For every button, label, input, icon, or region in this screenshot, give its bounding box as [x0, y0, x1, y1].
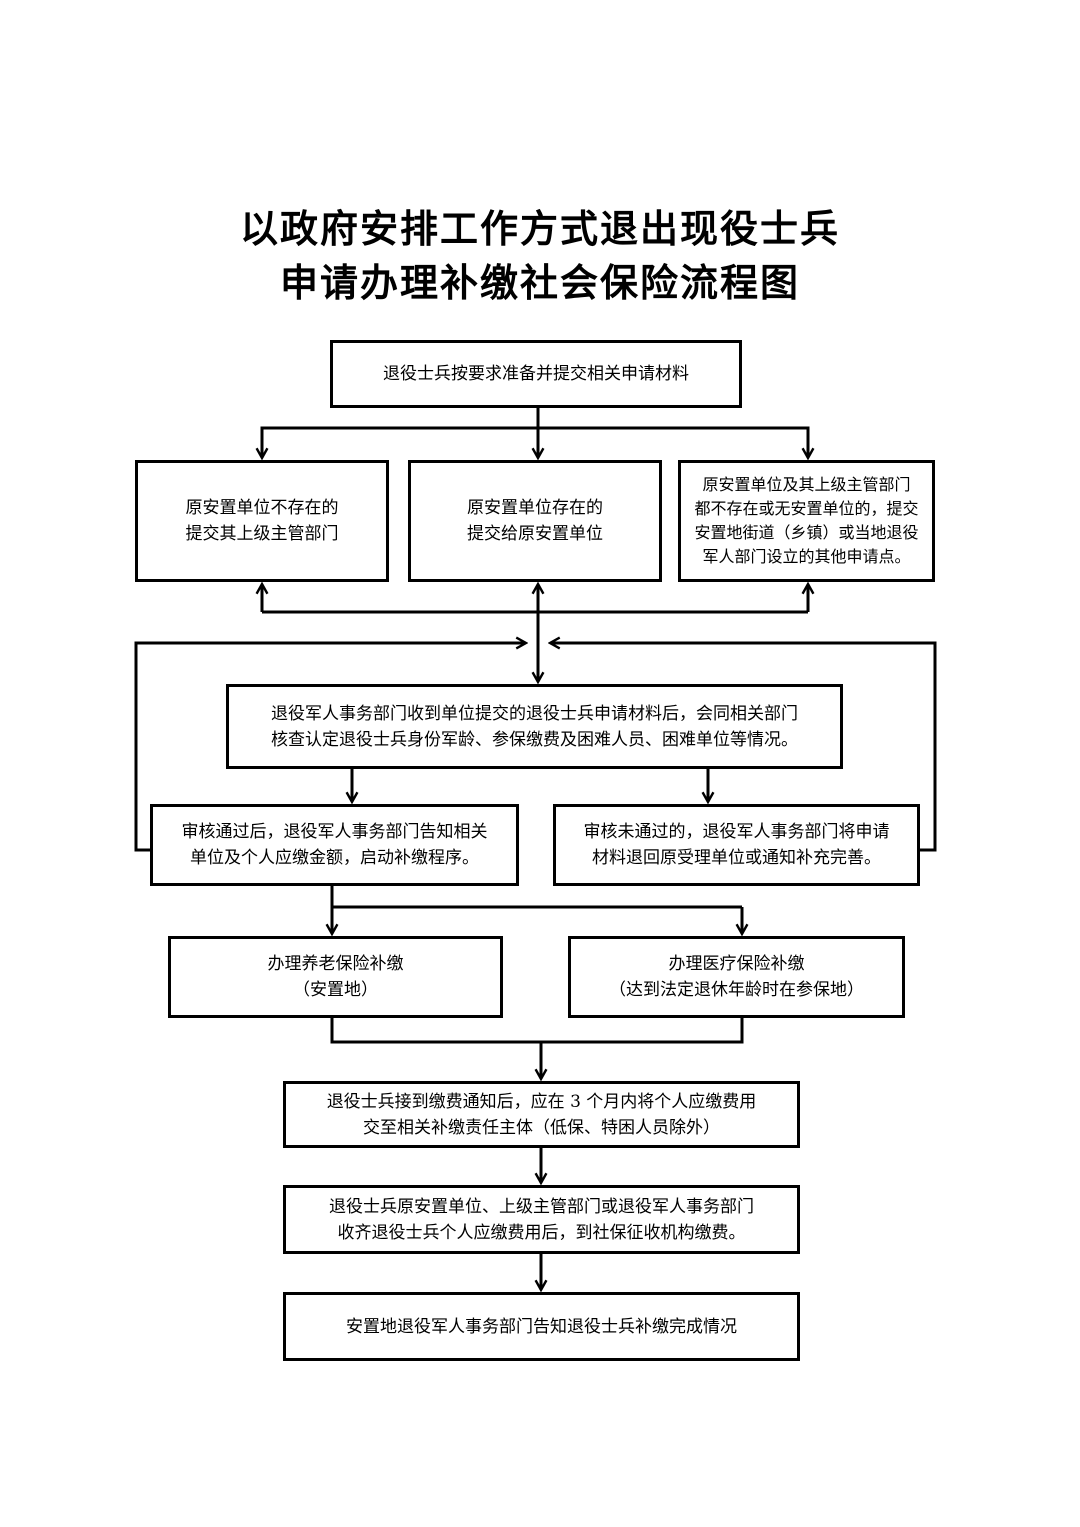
step-collect-text-line-2: 收齐退役士兵个人应缴费用后，到社保征收机构缴费。 — [337, 1222, 746, 1243]
step-complete-text-line-1: 安置地退役军人事务部门告知退役士兵补缴完成情况 — [346, 1316, 737, 1337]
feedback-line-left — [134, 643, 526, 852]
step-verify-text-line-1: 退役军人事务部门收到单位提交的退役士兵申请材料后，会同相关部门 — [271, 703, 798, 724]
step-right-branch-text-line-1: 原安置单位及其上级主管部门 — [702, 475, 911, 494]
step-rejected-box: 审核未通过的，退役军人事务部门将申请材料退回原受理单位或通知补充完善。 — [553, 804, 920, 886]
step-pension-text-line-2: （安置地） — [293, 980, 378, 1000]
step-left-branch-box: 原安置单位不存在的提交其上级主管部门 — [135, 460, 389, 582]
split-bar-insurance — [330, 884, 742, 909]
step-pension-text-line-1: 办理养老保险补缴 — [267, 954, 404, 974]
step-prepare-box: 退役士兵按要求准备并提交相关申请材料 — [330, 340, 742, 408]
step-center-branch-box: 原安置单位存在的提交给原安置单位 — [408, 460, 662, 582]
step-pay-notice-box: 退役士兵接到缴费通知后，应在 3 个月内将个人应缴费用交至相关补缴责任主体（低保… — [283, 1081, 800, 1148]
step-left-branch-text-line-1: 原安置单位不存在的 — [185, 498, 339, 518]
merge-bar-insurance — [330, 1016, 744, 1044]
step-collect-box: 退役士兵原安置单位、上级主管部门或退役军人事务部门收齐退役士兵个人应缴费用后，到… — [283, 1185, 800, 1254]
step-rejected-text-line-1: 审核未通过的，退役军人事务部门将申请 — [583, 822, 890, 842]
step-medical-text-line-2: （达到法定退休年龄时在参保地） — [609, 980, 864, 1000]
step-right-branch-box: 原安置单位及其上级主管部门都不存在或无安置单位的，提交安置地街道（乡镇）或当地退… — [678, 460, 935, 582]
step-verify-box: 退役军人事务部门收到单位提交的退役士兵申请材料后，会同相关部门核查认定退役士兵身… — [226, 684, 843, 769]
step-prepare-text-line-1: 退役士兵按要求准备并提交相关申请材料 — [383, 364, 689, 384]
step-verify-text-line-2: 核查认定退役士兵身份军龄、参保缴费及困难人员、困难单位等情况。 — [271, 729, 798, 750]
feedback-line-right — [550, 643, 937, 852]
step-right-branch-text-line-4: 军人部门设立的其他申请点。 — [702, 547, 911, 566]
title-line-2: 申请办理补缴社会保险流程图 — [279, 260, 800, 305]
step-right-branch-text-line-2: 都不存在或无安置单位的，提交 — [694, 499, 919, 518]
step-center-branch-text-line-2: 提交给原安置单位 — [467, 524, 603, 544]
step-medical-box: 办理医疗保险补缴 （达到法定退休年龄时在参保地） — [568, 936, 905, 1018]
step-approved-text-line-2: 单位及个人应缴金额，启动补缴程序。 — [190, 848, 479, 868]
step-right-branch-text-line-3: 安置地街道（乡镇）或当地退役 — [694, 523, 919, 542]
step-complete-box: 安置地退役军人事务部门告知退役士兵补缴完成情况 — [283, 1292, 800, 1361]
step-rejected-text-line-2: 材料退回原受理单位或通知补充完善。 — [592, 848, 881, 868]
split-bar-top — [260, 426, 810, 458]
step-pay-notice-text-line-2: 交至相关补缴责任主体（低保、特困人员除外） — [363, 1117, 720, 1138]
step-left-branch-text-line-2: 提交其上级主管部门 — [185, 524, 339, 544]
step-medical-text-line-1: 办理医疗保险补缴 — [668, 954, 805, 974]
step-approved-box: 审核通过后，退役军人事务部门告知相关单位及个人应缴金额，启动补缴程序。 — [150, 804, 519, 886]
title-line-1: 以政府安排工作方式退出现役士兵 — [239, 206, 840, 251]
step-pay-notice-text-line-1: 退役士兵接到缴费通知后，应在 3 个月内将个人应缴费用 — [326, 1091, 757, 1112]
step-center-branch-text-line-1: 原安置单位存在的 — [467, 498, 603, 518]
step-pension-box: 办理养老保险补缴 （安置地） — [168, 936, 503, 1018]
step-approved-text-line-1: 审核通过后，退役军人事务部门告知相关 — [181, 822, 488, 842]
step-collect-text-line-1: 退役士兵原安置单位、上级主管部门或退役军人事务部门 — [329, 1196, 754, 1217]
